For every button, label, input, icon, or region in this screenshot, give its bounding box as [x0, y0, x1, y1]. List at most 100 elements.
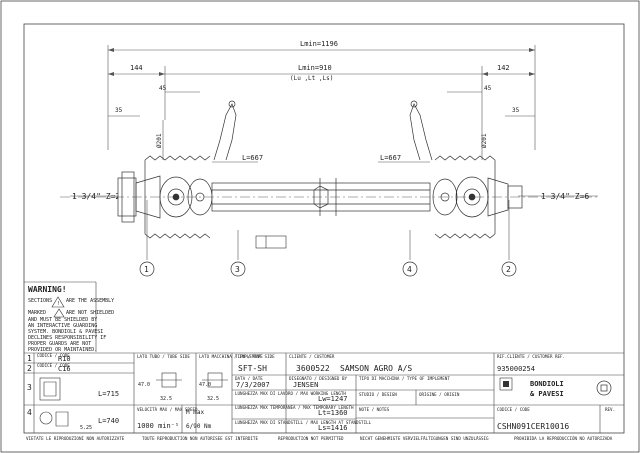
profile-dim: 32.5: [160, 396, 172, 402]
warning-line: MARKED: [28, 310, 46, 316]
shaft-label-box: [255, 235, 287, 249]
pto-shaft: [60, 100, 600, 239]
brand-name-2: & PAVESI: [530, 390, 564, 398]
brand-logo: BONDIOLI & PAVESI: [499, 377, 612, 398]
rif-value: 935000254: [497, 365, 535, 373]
cliente-label: CLIENTE / CUSTOMER: [289, 354, 335, 359]
velocita-value: 1000 min⁻¹: [137, 422, 179, 430]
row-number: 4: [27, 408, 32, 417]
warning-line: DECLINES RESPONSIBILITY IF: [28, 335, 106, 341]
dim-left-small: 35: [115, 107, 123, 114]
m-max-label: M max: [186, 409, 204, 416]
warning-line: ARE NOT SHIELDED: [66, 310, 114, 316]
row-number: 2: [27, 364, 32, 373]
profile-icon: [39, 377, 69, 427]
row-value: L=740: [98, 417, 119, 425]
brand-name-1: BONDIOLI: [530, 380, 564, 388]
row-value: R10: [58, 355, 71, 363]
warning-triangle-icon: [53, 308, 65, 318]
lw-value: Lw=1247: [318, 395, 348, 403]
row-value: C16: [58, 365, 71, 373]
footer-note: PROHIBIDA LA REPRODUCCIÓN NO AUTORIZADA: [514, 436, 613, 441]
codice-label: CODICE / CODE: [497, 407, 530, 412]
studio-label: STUDIO / DESIGN: [359, 392, 397, 397]
lt-label: LUNGHEZZA MAX TEMPORANEA / MAX TEMPORARY…: [235, 405, 354, 410]
dim-left-l: L=667: [242, 154, 263, 162]
title-block: [24, 352, 624, 433]
ls-label: LUNGHEZZA MAX DI STANDSTILL / MAX LENGTH…: [235, 420, 372, 425]
tipo-label: TIPO / TYPE: [235, 354, 263, 359]
dim-lmin: Lmin=1196: [300, 40, 338, 48]
callout-label: 3: [235, 265, 240, 274]
dim-left-spline: 1 3/4" Z=20: [72, 192, 125, 201]
codice-value: CSHN091CER10016: [497, 422, 569, 431]
profile-dim: 32.5: [207, 396, 219, 402]
cliente-name: SAMSON AGRO A/S: [340, 364, 412, 373]
dim-lmin-mid: Lmin=910: [298, 64, 332, 72]
warning-line: SYSTEM. BONDIOLI & PAVESI: [28, 329, 103, 335]
velocita-label: VELOCITÀ MAX / MAX SPEED: [137, 407, 198, 412]
lw-label: LUNGHEZZA MAX DI LAVORO / MAX WORKING LE…: [235, 391, 346, 396]
origine-label: ORIGINE / ORIGIN: [419, 392, 460, 397]
rev-label: REV.: [605, 407, 615, 412]
callout-label: 4: [407, 265, 412, 274]
profile-dim: 47.0: [199, 382, 211, 388]
warning-triangle-icon: [51, 296, 65, 308]
cross-icon: [156, 372, 228, 388]
dim-right-offset: 45: [484, 85, 492, 92]
warning-line: ARE THE ASSEMBLY: [66, 298, 114, 304]
row-label: CODICE / CODE: [37, 363, 70, 368]
warning-line: AND MUST BE SHIELDED BY: [28, 317, 97, 323]
row-label: CODICE / CODE: [37, 353, 70, 358]
dim-right-spline: 1 3/4" Z=6: [541, 192, 589, 201]
callout-1: 1: [139, 261, 155, 277]
footer-note: VIETATE LE RIPRODUZIONI NON AUTORIZZATE: [26, 436, 125, 441]
inner-frame: [23, 23, 625, 434]
footer-note: REPRODUCTION NOT PERMITTED: [278, 436, 344, 441]
lt-value: Lt=1360: [318, 409, 348, 417]
warning-line: PROPER GUARDS ARE NOT: [28, 341, 91, 347]
dimension-arrows: [108, 48, 535, 76]
svg-text:!: !: [57, 301, 60, 307]
m-max-value: 6/90 Nm: [186, 423, 212, 430]
disegnato-value: JENSEN: [293, 381, 318, 389]
dimension-lines: [70, 45, 598, 260]
footer-note: TOUTE REPRODUCTION NON AUTORISEE EST INT…: [142, 436, 258, 441]
tipo-value: SFT-SH: [238, 364, 267, 373]
disegnato-label: DISEGNATO / DESIGNED BY: [289, 376, 347, 381]
dim-lmin-mid-sub: (Lu ,Lt ,Ls): [290, 75, 333, 82]
lato-macchina-label: LATO MACCHINA / IMPLEMENT SIDE: [199, 354, 275, 359]
callout-label: 2: [506, 265, 511, 274]
callout-3: 3: [230, 261, 246, 277]
profile-dim: 47.0: [138, 382, 150, 388]
lato-tubo-label: LATO TUBO / TUBE SIDE: [137, 354, 190, 359]
data-value: 7/3/2007: [236, 381, 270, 389]
dim-right-length: 142: [497, 64, 510, 72]
dim-left-phi: Ø201: [156, 133, 163, 148]
tipo-macchina-label: TIPO DI MACCHINA / TYPE OF IMPLEMENT: [359, 376, 450, 381]
dim-right-l: L=667: [380, 154, 401, 162]
profile-dim: 5.25: [80, 425, 92, 431]
footer-note: NICHT GENEHMIGTE VERVIELFÄLTIGUNGEN SIND…: [360, 436, 489, 441]
row-number: 1: [27, 354, 32, 363]
cliente-code: 3600522: [296, 364, 330, 373]
warning-title: WARNING!: [28, 285, 67, 294]
row-number: 3: [27, 383, 32, 392]
dim-right-phi: Ø201: [481, 133, 488, 148]
note-label: NOTE / NOTES: [359, 407, 390, 412]
warning-line: AN INTERACTIVE GUARDING: [28, 323, 97, 329]
ls-value: Ls=1416: [318, 424, 348, 432]
warning-line: PROVIDED OR MAINTAINED.: [28, 347, 97, 353]
dim-right-small: 35: [512, 107, 520, 114]
data-label: DATA / DATE: [235, 376, 263, 381]
dim-left-length: 144: [130, 64, 143, 72]
rif-label: RIF.CLIENTE / CUSTOMER REF.: [497, 354, 565, 359]
dim-left-offset: 45: [159, 85, 167, 92]
callout-label: 1: [144, 265, 149, 274]
callout-2: 2: [501, 261, 517, 277]
row-value: L=715: [98, 390, 119, 398]
callout-4: 4: [402, 261, 418, 277]
warning-line: SECTIONS: [28, 298, 52, 304]
